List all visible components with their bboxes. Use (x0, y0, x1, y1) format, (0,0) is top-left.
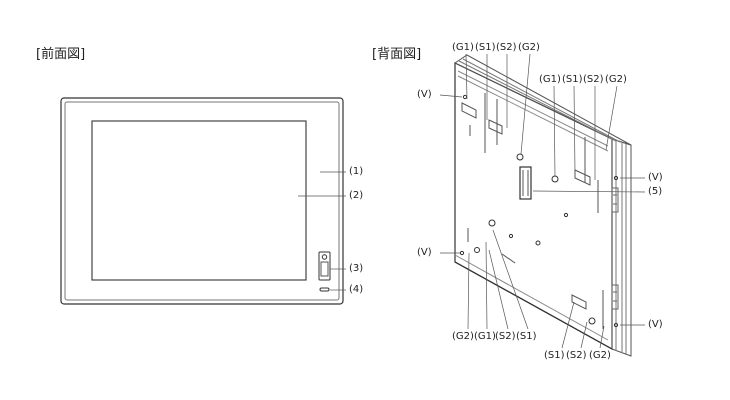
rear-bottom-right-label-s1: (S1) (544, 350, 565, 361)
rear-view-panel (453, 54, 632, 357)
front-label-4: (4) (349, 284, 364, 295)
rear-bottom-left-label-s2: (S2) (495, 331, 516, 342)
front-label-2: (2) (349, 190, 364, 201)
rear-bottom-left-label-s1: (S1) (516, 331, 537, 342)
rear-top-left-label-s2: (S2) (496, 42, 517, 53)
front-view-title: [前面図] (36, 47, 86, 62)
rear-top-left-label-g1: (G1) (452, 42, 474, 53)
rear-top-mid-label-s2: (S2) (583, 74, 604, 85)
front-label-3: (3) (349, 263, 364, 274)
rear-top-mid-label-g1: (G1) (539, 74, 561, 85)
rear-view-title: [背面図] (372, 47, 422, 62)
rear-leader-lines (439, 53, 646, 349)
rear-top-left-label-g2: (G2) (518, 42, 540, 53)
rear-v-label-left-upper: (V) (417, 89, 432, 100)
rear-connector-label-5: (5) (648, 186, 663, 197)
rear-bottom-right-label-g2: (G2) (589, 350, 611, 361)
front-label-1: (1) (349, 166, 364, 177)
rear-top-left-label-s1: (S1) (475, 42, 496, 53)
rear-top-mid-label-s1: (S1) (562, 74, 583, 85)
front-view-panel (60, 97, 344, 305)
rear-v-label-right-lower: (V) (648, 319, 663, 330)
front-leader-lines (298, 171, 346, 291)
rear-bottom-left-label-g2: (G2) (452, 331, 474, 342)
rear-bottom-right-label-s2: (S2) (566, 350, 587, 361)
rear-v-label-left-lower: (V) (417, 247, 432, 258)
rear-v-label-right-upper: (V) (648, 172, 663, 183)
rear-top-mid-label-g2: (G2) (605, 74, 627, 85)
rear-bottom-left-label-g1: (G1) (474, 331, 496, 342)
